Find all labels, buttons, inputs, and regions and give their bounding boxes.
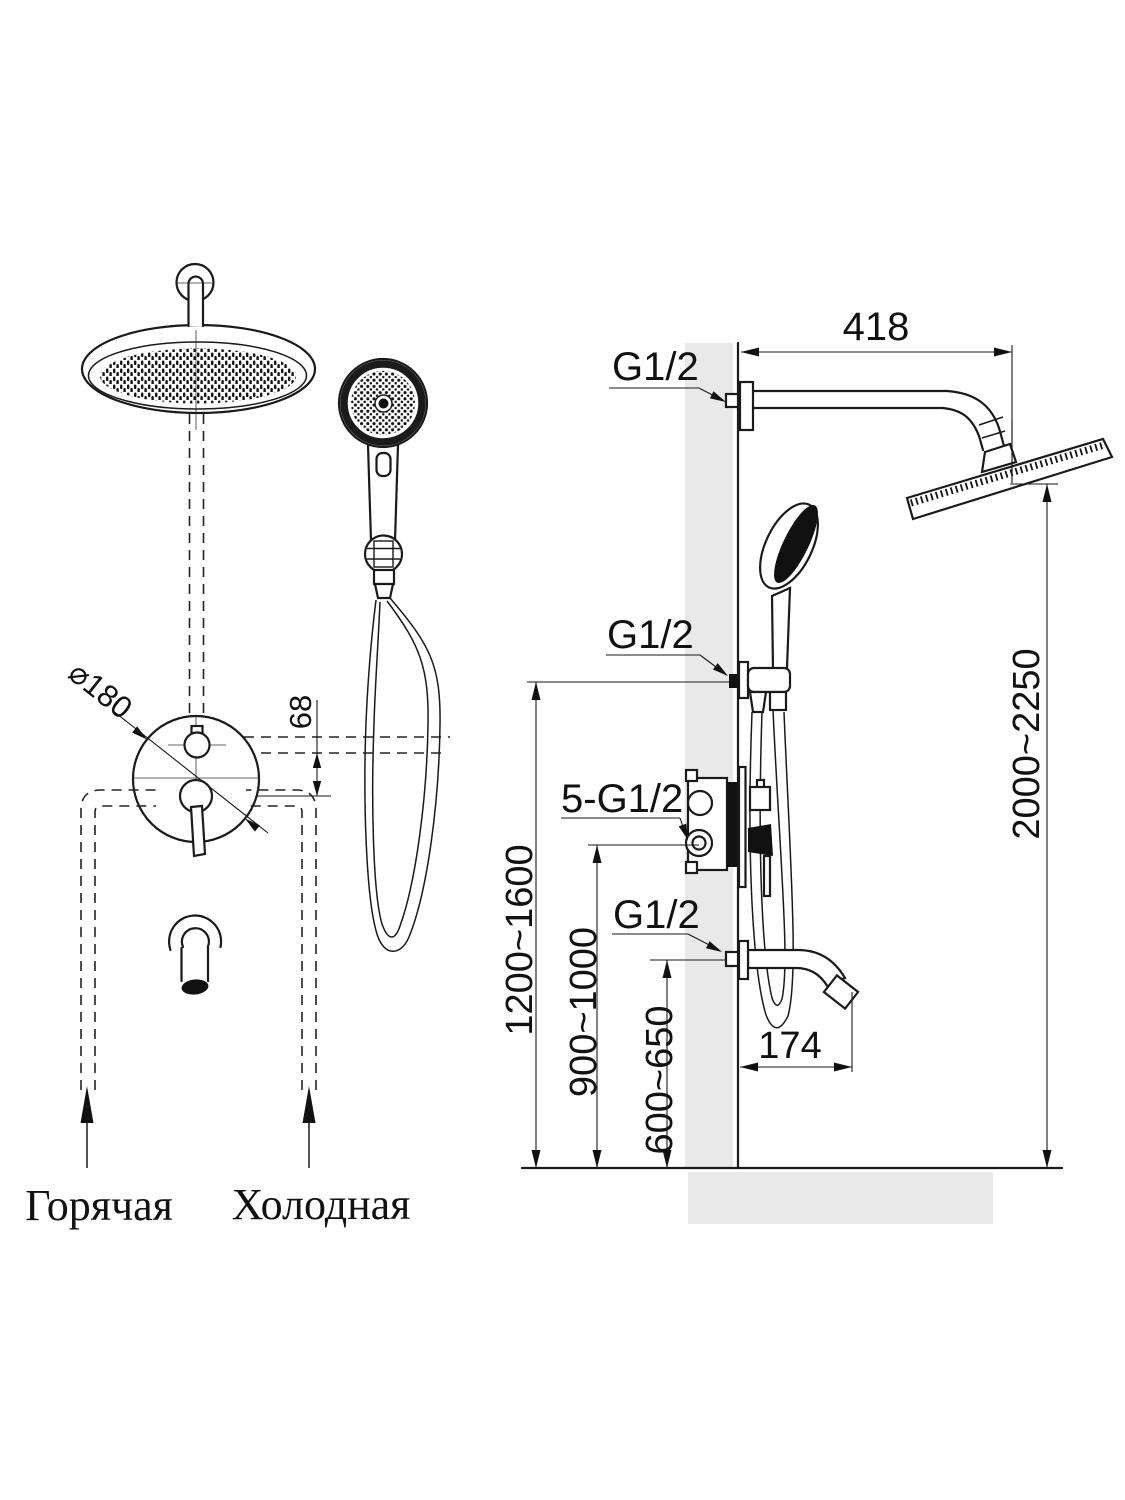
wall-section bbox=[685, 343, 733, 1168]
valve-trim-knob bbox=[748, 824, 773, 856]
hand-shower-hose-front bbox=[364, 597, 441, 952]
front-view: 68 ⌀180 bbox=[25, 262, 450, 1230]
thread-spout-label: G1/2 bbox=[612, 893, 722, 952]
dim-900-1000: 900~1000 bbox=[563, 844, 699, 1168]
dim-diameter-label: ⌀180 bbox=[62, 655, 139, 726]
hand-shower-bracket bbox=[363, 534, 404, 574]
concealed-mixer-plate bbox=[131, 714, 261, 858]
dim-2000-2250-label: 2000~2250 bbox=[1006, 648, 1048, 839]
dim-1200-1600-label: 1200~1600 bbox=[499, 844, 541, 1035]
hand-shower-hose-side bbox=[749, 709, 794, 1029]
hand-shower-holder bbox=[746, 666, 792, 694]
cold-supply-arrow bbox=[302, 1086, 316, 1168]
dim-2000-2250: 2000~2250 bbox=[1006, 483, 1058, 1168]
dim-418: 418 bbox=[741, 305, 1013, 483]
dim-900-1000-label: 900~1000 bbox=[563, 927, 605, 1097]
thread-arm-label: G1/2 bbox=[609, 345, 726, 402]
dim-1200-1600: 1200~1600 bbox=[499, 681, 730, 1168]
dim-174-label: 174 bbox=[758, 1025, 821, 1067]
dim-600-650-label: 600~650 bbox=[639, 1006, 681, 1155]
hand-shower-side bbox=[729, 502, 819, 714]
overhead-shower-head-side bbox=[905, 437, 1114, 521]
cold-supply-label: Холодная bbox=[232, 1180, 411, 1229]
hot-supply-label: Горячая bbox=[25, 1181, 173, 1230]
dim-174: 174 bbox=[740, 992, 853, 1072]
concealed-valve-side bbox=[684, 765, 773, 898]
thread-holder-label: G1/2 bbox=[606, 613, 728, 676]
ceiling-mount bbox=[175, 262, 215, 328]
dim-600-650: 600~650 bbox=[639, 959, 725, 1168]
mixer-lever bbox=[189, 804, 207, 858]
svg-text:5-G1/2: 5-G1/2 bbox=[561, 777, 683, 821]
svg-text:G1/2: G1/2 bbox=[613, 893, 700, 937]
shower-arm-side bbox=[724, 380, 1006, 452]
supply-pipes-dashed bbox=[80, 789, 317, 1090]
svg-text:G1/2: G1/2 bbox=[607, 613, 694, 657]
spout-wall-fitting bbox=[724, 950, 740, 968]
tub-spout-side bbox=[724, 939, 860, 1011]
hand-shower-front bbox=[337, 357, 441, 952]
svg-text:G1/2: G1/2 bbox=[612, 345, 699, 389]
rain-shower-head-front bbox=[80, 323, 317, 430]
hot-supply-arrow bbox=[80, 1086, 94, 1168]
dim-418-label: 418 bbox=[843, 305, 910, 349]
dim-68-label: 68 bbox=[283, 695, 318, 729]
diverter-knob bbox=[183, 731, 211, 759]
holder-wall-fitting bbox=[729, 674, 739, 688]
tub-spout-front bbox=[167, 914, 223, 995]
side-view: 418 G1/2 2000~2250 bbox=[499, 305, 1114, 1224]
thread-valve-label: 5-G1/2 bbox=[561, 777, 688, 840]
floor-slab bbox=[688, 1172, 993, 1224]
concealed-riser-dashed-lines bbox=[188, 414, 205, 716]
